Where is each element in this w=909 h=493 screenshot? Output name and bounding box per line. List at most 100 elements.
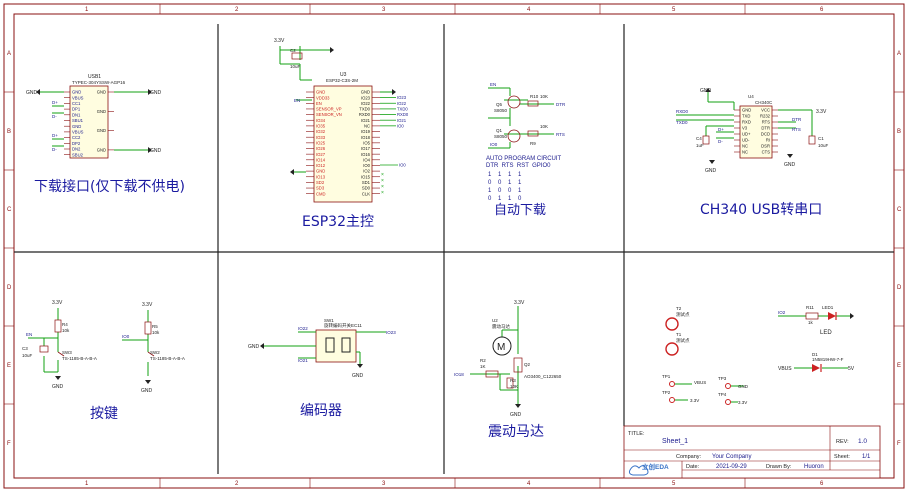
- d1-net-5v: 5V: [848, 366, 855, 372]
- usb-right-pin-label: GND: [97, 109, 106, 114]
- auto-table-header: DTR RTS RST GPIO0: [486, 163, 551, 169]
- zone-row-c: C: [7, 207, 12, 213]
- no-connect-mark: ×: [381, 184, 384, 190]
- zone-col-3-bottom: 3: [382, 481, 386, 487]
- c4-body: [702, 135, 710, 145]
- esp32-left-pin-label: IO12: [316, 163, 326, 168]
- q5-ref: Q5: [496, 102, 503, 107]
- outer-frame: [3, 3, 905, 489]
- ch340-left-pin-label: TXD: [742, 114, 750, 119]
- usb-left-pin-label: DN1: [72, 112, 81, 117]
- motor-net: IO18: [454, 372, 464, 377]
- esp32-right-pin-label: IO22: [361, 101, 371, 106]
- t1-label: 测试点: [676, 337, 690, 344]
- q2-part: AO3400_C122650: [524, 374, 562, 379]
- ch340-right-pin-label: DTR: [761, 126, 770, 131]
- ch340-gnd-top: GND: [700, 88, 712, 94]
- auto-table-title: AUTO PROGRAM CIRCUIT: [486, 156, 562, 162]
- esp32-right-pins: GNDIO23IO22TXD0RXD0IO21NCIO19IO18IO5IO17…: [359, 90, 380, 196]
- usb-left-pin-label: DN2: [72, 147, 81, 152]
- date-value: 2021-09-29: [716, 464, 747, 470]
- esp32-cap-body: [291, 52, 303, 60]
- ch340-left-pin-label: NC: [742, 144, 748, 149]
- gnd-symbol-ch340-top: [705, 88, 711, 92]
- eda-logo-text: 立创EDA: [642, 462, 669, 471]
- gnd-symbol-esp32-top: [330, 47, 334, 53]
- section-title-esp32: ESP32主控: [302, 214, 374, 230]
- esp32-right-pin-label: IO19: [361, 129, 371, 134]
- ch340-left-pin-label: UD+: [742, 132, 751, 137]
- zone-col-5: 5: [672, 7, 676, 13]
- ch340-gnd-right: GND: [784, 162, 796, 168]
- zone-col-2: 2: [235, 7, 239, 13]
- buttons-supply-left: 3.3V: [52, 300, 63, 306]
- auto-table-row-4: 0 1 1 0: [488, 196, 522, 202]
- usb-ref: USB1: [88, 74, 101, 80]
- motor-body: [492, 336, 512, 356]
- date-label: Date:: [686, 464, 700, 470]
- r10-val: 10K: [540, 94, 548, 99]
- tp1-pad: [669, 381, 675, 387]
- esp32-right-pin-label: IO21: [361, 118, 371, 123]
- esp32-module: 3.3V C2 10uF U3 ESP32-C3S-2M GNDVDD33ENS…: [274, 38, 409, 203]
- usb-left-pin-label: VBUS: [72, 130, 84, 135]
- test-pad-t2: [665, 317, 679, 331]
- ch340-net-rxd: RXD0: [676, 109, 689, 114]
- encoder-gnd-bottom: GND: [352, 373, 364, 379]
- r3-body: [506, 377, 514, 389]
- esp32-right-pin-label: SD0: [362, 186, 371, 191]
- motor-part: 震动马达: [492, 323, 510, 330]
- auto-table-row-1: 1 1 1 1: [488, 172, 522, 178]
- encoder-switch-right: [341, 337, 351, 353]
- d1-symbol: [812, 364, 820, 372]
- esp32-net-label: TXD0: [397, 107, 408, 112]
- esp32-net-label: IO0: [399, 163, 406, 168]
- gnd-symbol-encoder-bottom: [357, 364, 363, 368]
- ch340-left-pin-label: V3: [742, 126, 748, 131]
- test-pad-t1: [665, 342, 679, 356]
- zone-row-a-right: A: [897, 51, 901, 57]
- esp32-left-pin-label: EN: [316, 101, 322, 106]
- encoder-circuit: SW1 旋转编码开关EC11 GND GND IO22 IO21 IO23: [248, 318, 396, 379]
- auto-net-dtr: DTR: [556, 102, 566, 107]
- esp32-net-en: EN: [294, 98, 300, 103]
- esp32-left-pin-label: SENSOR_VN: [316, 112, 342, 117]
- zone-row-f: F: [7, 441, 11, 447]
- usb-connector: USB1 TYPEC-304YSSW-AGP16 GNDVBUSCC1DP1DN…: [26, 74, 162, 159]
- gnd-symbol-buttons-left: [55, 376, 61, 380]
- gnd-symbol-led: [850, 313, 854, 319]
- esp32-left-pin-label: IO13: [316, 174, 326, 179]
- esp32-left-pin-label: SENSOR_VP: [316, 107, 342, 112]
- encoder-net-a: IO22: [298, 326, 308, 331]
- drawn-value: Huoron: [804, 464, 824, 470]
- esp32-right-pin-label: IO5: [363, 140, 370, 145]
- usb-left-pin-label: GND: [72, 124, 81, 129]
- ch340-net-rts: RTS: [792, 127, 801, 132]
- usb-gnd-right-top: GND: [150, 90, 162, 96]
- usb-left-pin-label: GND: [72, 90, 81, 95]
- company-label: Company:: [676, 454, 702, 460]
- zone-col-1: 1: [85, 7, 89, 13]
- sw3-ref: SW3: [62, 350, 72, 355]
- r3-val: 10K: [510, 384, 518, 389]
- buttons-net-en: EN: [26, 332, 32, 337]
- usb-net-dn-2: D-: [52, 147, 57, 152]
- esp32-left-pin-label: SD3: [316, 186, 325, 191]
- ch340-right-pin-label: RI: [766, 138, 770, 143]
- no-connect-mark: ×: [381, 178, 384, 184]
- tp2-net: 3.3V: [690, 398, 699, 403]
- inner-frame: [13, 13, 895, 479]
- zone-row-c-right: C: [897, 207, 902, 213]
- ch340-net-dn: D-: [718, 139, 723, 144]
- section-title-motor: 震动马达: [488, 424, 544, 440]
- zone-col-4-bottom: 4: [527, 481, 531, 487]
- tp1-ref: TP1: [662, 374, 671, 379]
- title-block: TITLE: Sheet_1 REV: 1.0 Company: Your Co…: [623, 425, 881, 479]
- r11-ref: R11: [806, 305, 814, 310]
- auto-net-io0: IO0: [490, 142, 498, 147]
- gnd-symbol-ch340-bottom: [709, 160, 715, 164]
- usb-left-pin-label: DP2: [72, 141, 81, 146]
- sw2-part: TS-1185-B-A-B-A: [150, 356, 185, 361]
